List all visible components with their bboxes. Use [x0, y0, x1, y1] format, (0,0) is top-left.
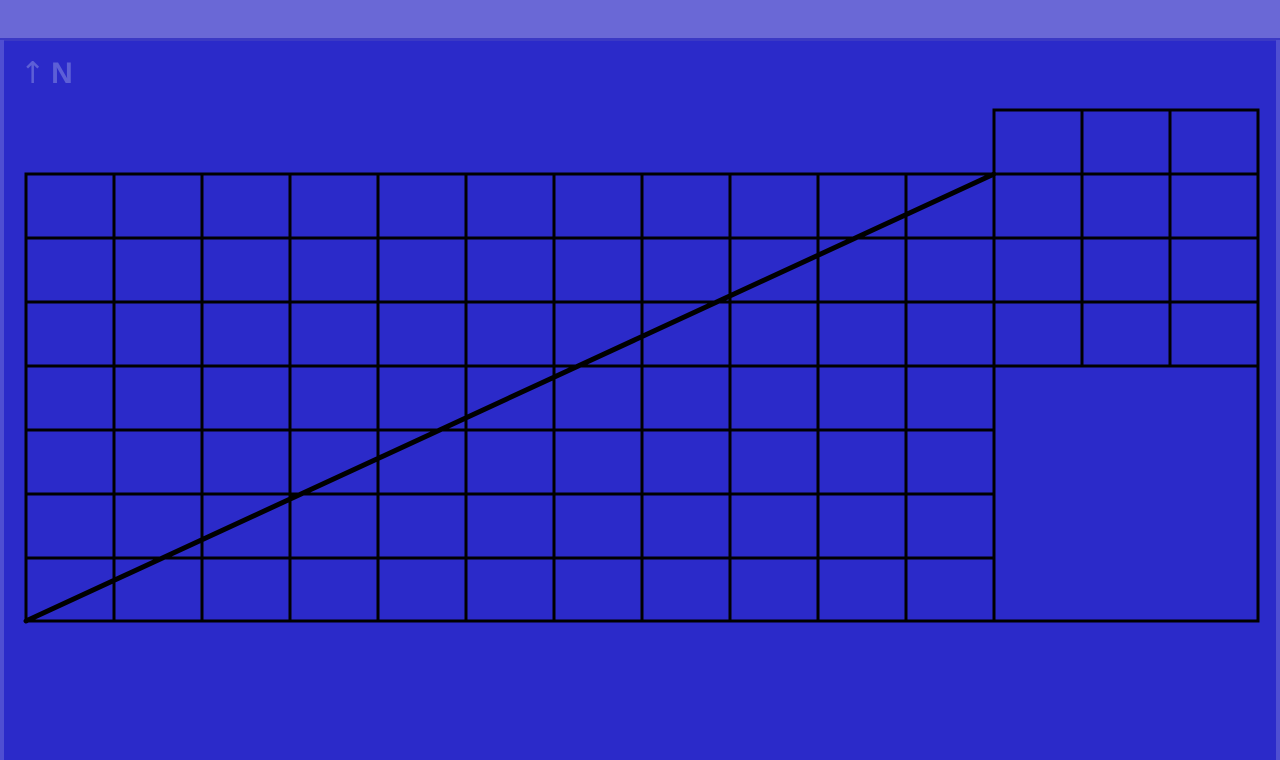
- north-indicator: ↑ N: [20, 54, 73, 94]
- grid-lines: [24, 108, 1260, 623]
- north-arrow-icon: ↑: [20, 56, 46, 91]
- left-edge: [0, 40, 4, 760]
- right-edge: [1276, 40, 1280, 760]
- north-label: N: [51, 57, 73, 90]
- diagonal-line: [23, 171, 997, 624]
- top-band-edge: [0, 38, 1280, 41]
- top-band: [0, 0, 1280, 40]
